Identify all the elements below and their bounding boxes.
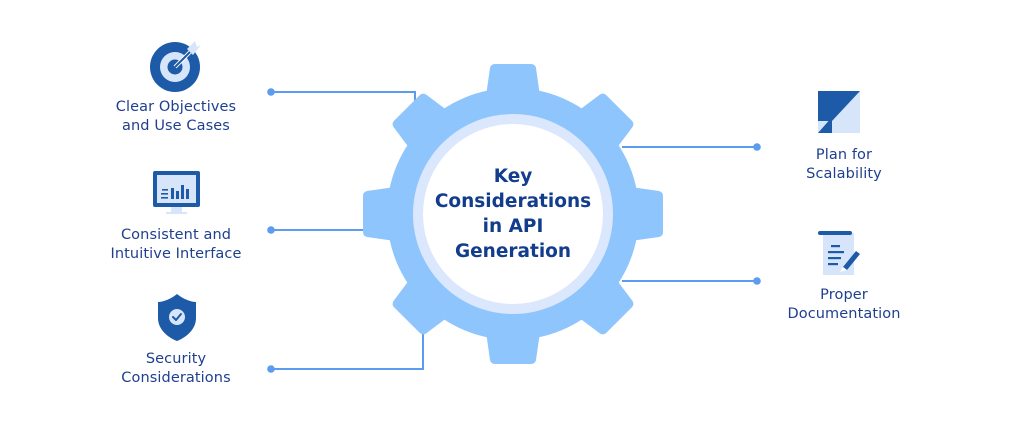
gear-icon xyxy=(363,64,663,364)
label-scalability: Plan for Scalability xyxy=(744,146,944,184)
document-pen-icon xyxy=(818,231,860,275)
label-line: Clear Objectives xyxy=(115,99,237,115)
connector-clear-objectives xyxy=(271,91,416,104)
label-documentation: Proper Documentation xyxy=(744,286,944,324)
target-icon xyxy=(150,41,201,92)
shield-check-icon xyxy=(158,294,196,341)
label-line: Scalability xyxy=(806,166,882,182)
center-title-line: Generation xyxy=(454,241,572,262)
label-line: Proper xyxy=(820,287,868,303)
scalability-icon xyxy=(818,91,860,133)
label-consistent-interface: Consistent and Intuitive Interface xyxy=(76,226,276,264)
center-title-line: Considerations xyxy=(434,191,592,212)
center-title-line: in API xyxy=(482,216,544,237)
label-line: Intuitive Interface xyxy=(110,246,242,262)
monitor-chart-icon xyxy=(153,171,200,214)
connector-security xyxy=(271,333,424,370)
connector-dots xyxy=(267,88,761,373)
label-line: Considerations xyxy=(121,370,231,386)
center-title-line: Key xyxy=(493,166,533,187)
center-title: Key Considerations in API Generation xyxy=(413,164,613,264)
label-clear-objectives: Clear Objectives and Use Cases xyxy=(76,98,276,136)
label-line: Plan for xyxy=(815,147,873,163)
label-security: Security Considerations xyxy=(76,350,276,388)
label-line: Consistent and xyxy=(120,227,232,243)
gear-center xyxy=(423,124,603,304)
label-line: and Use Cases xyxy=(122,118,230,134)
label-line: Documentation xyxy=(787,306,901,322)
label-line: Security xyxy=(145,351,207,367)
